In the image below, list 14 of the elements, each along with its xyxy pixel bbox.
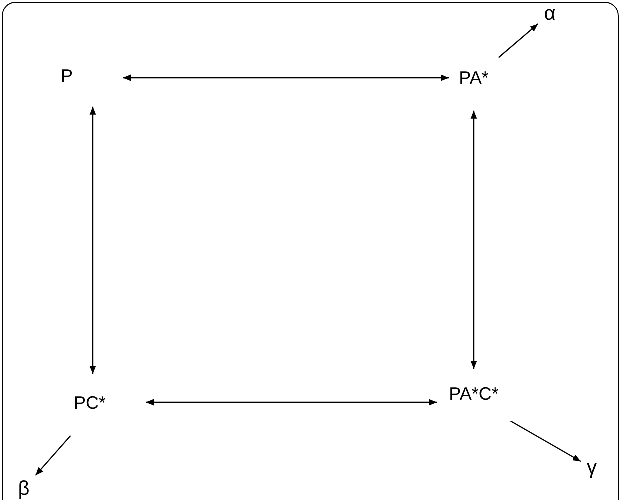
state-label: PA*	[449, 47, 499, 111]
arrow	[510, 420, 582, 462]
arrow	[123, 74, 450, 82]
state-label: α	[538, 0, 562, 31]
arrow	[90, 106, 96, 374]
state-label: PC*	[50, 374, 146, 436]
state-label: γ	[581, 453, 603, 483]
arrow	[146, 399, 438, 406]
arrow	[498, 24, 539, 58]
arrow	[470, 110, 478, 370]
arrow	[35, 436, 72, 476]
state-label: P	[53, 47, 123, 107]
state-label: β	[12, 474, 36, 500]
state-label: PA*C*	[437, 369, 511, 431]
